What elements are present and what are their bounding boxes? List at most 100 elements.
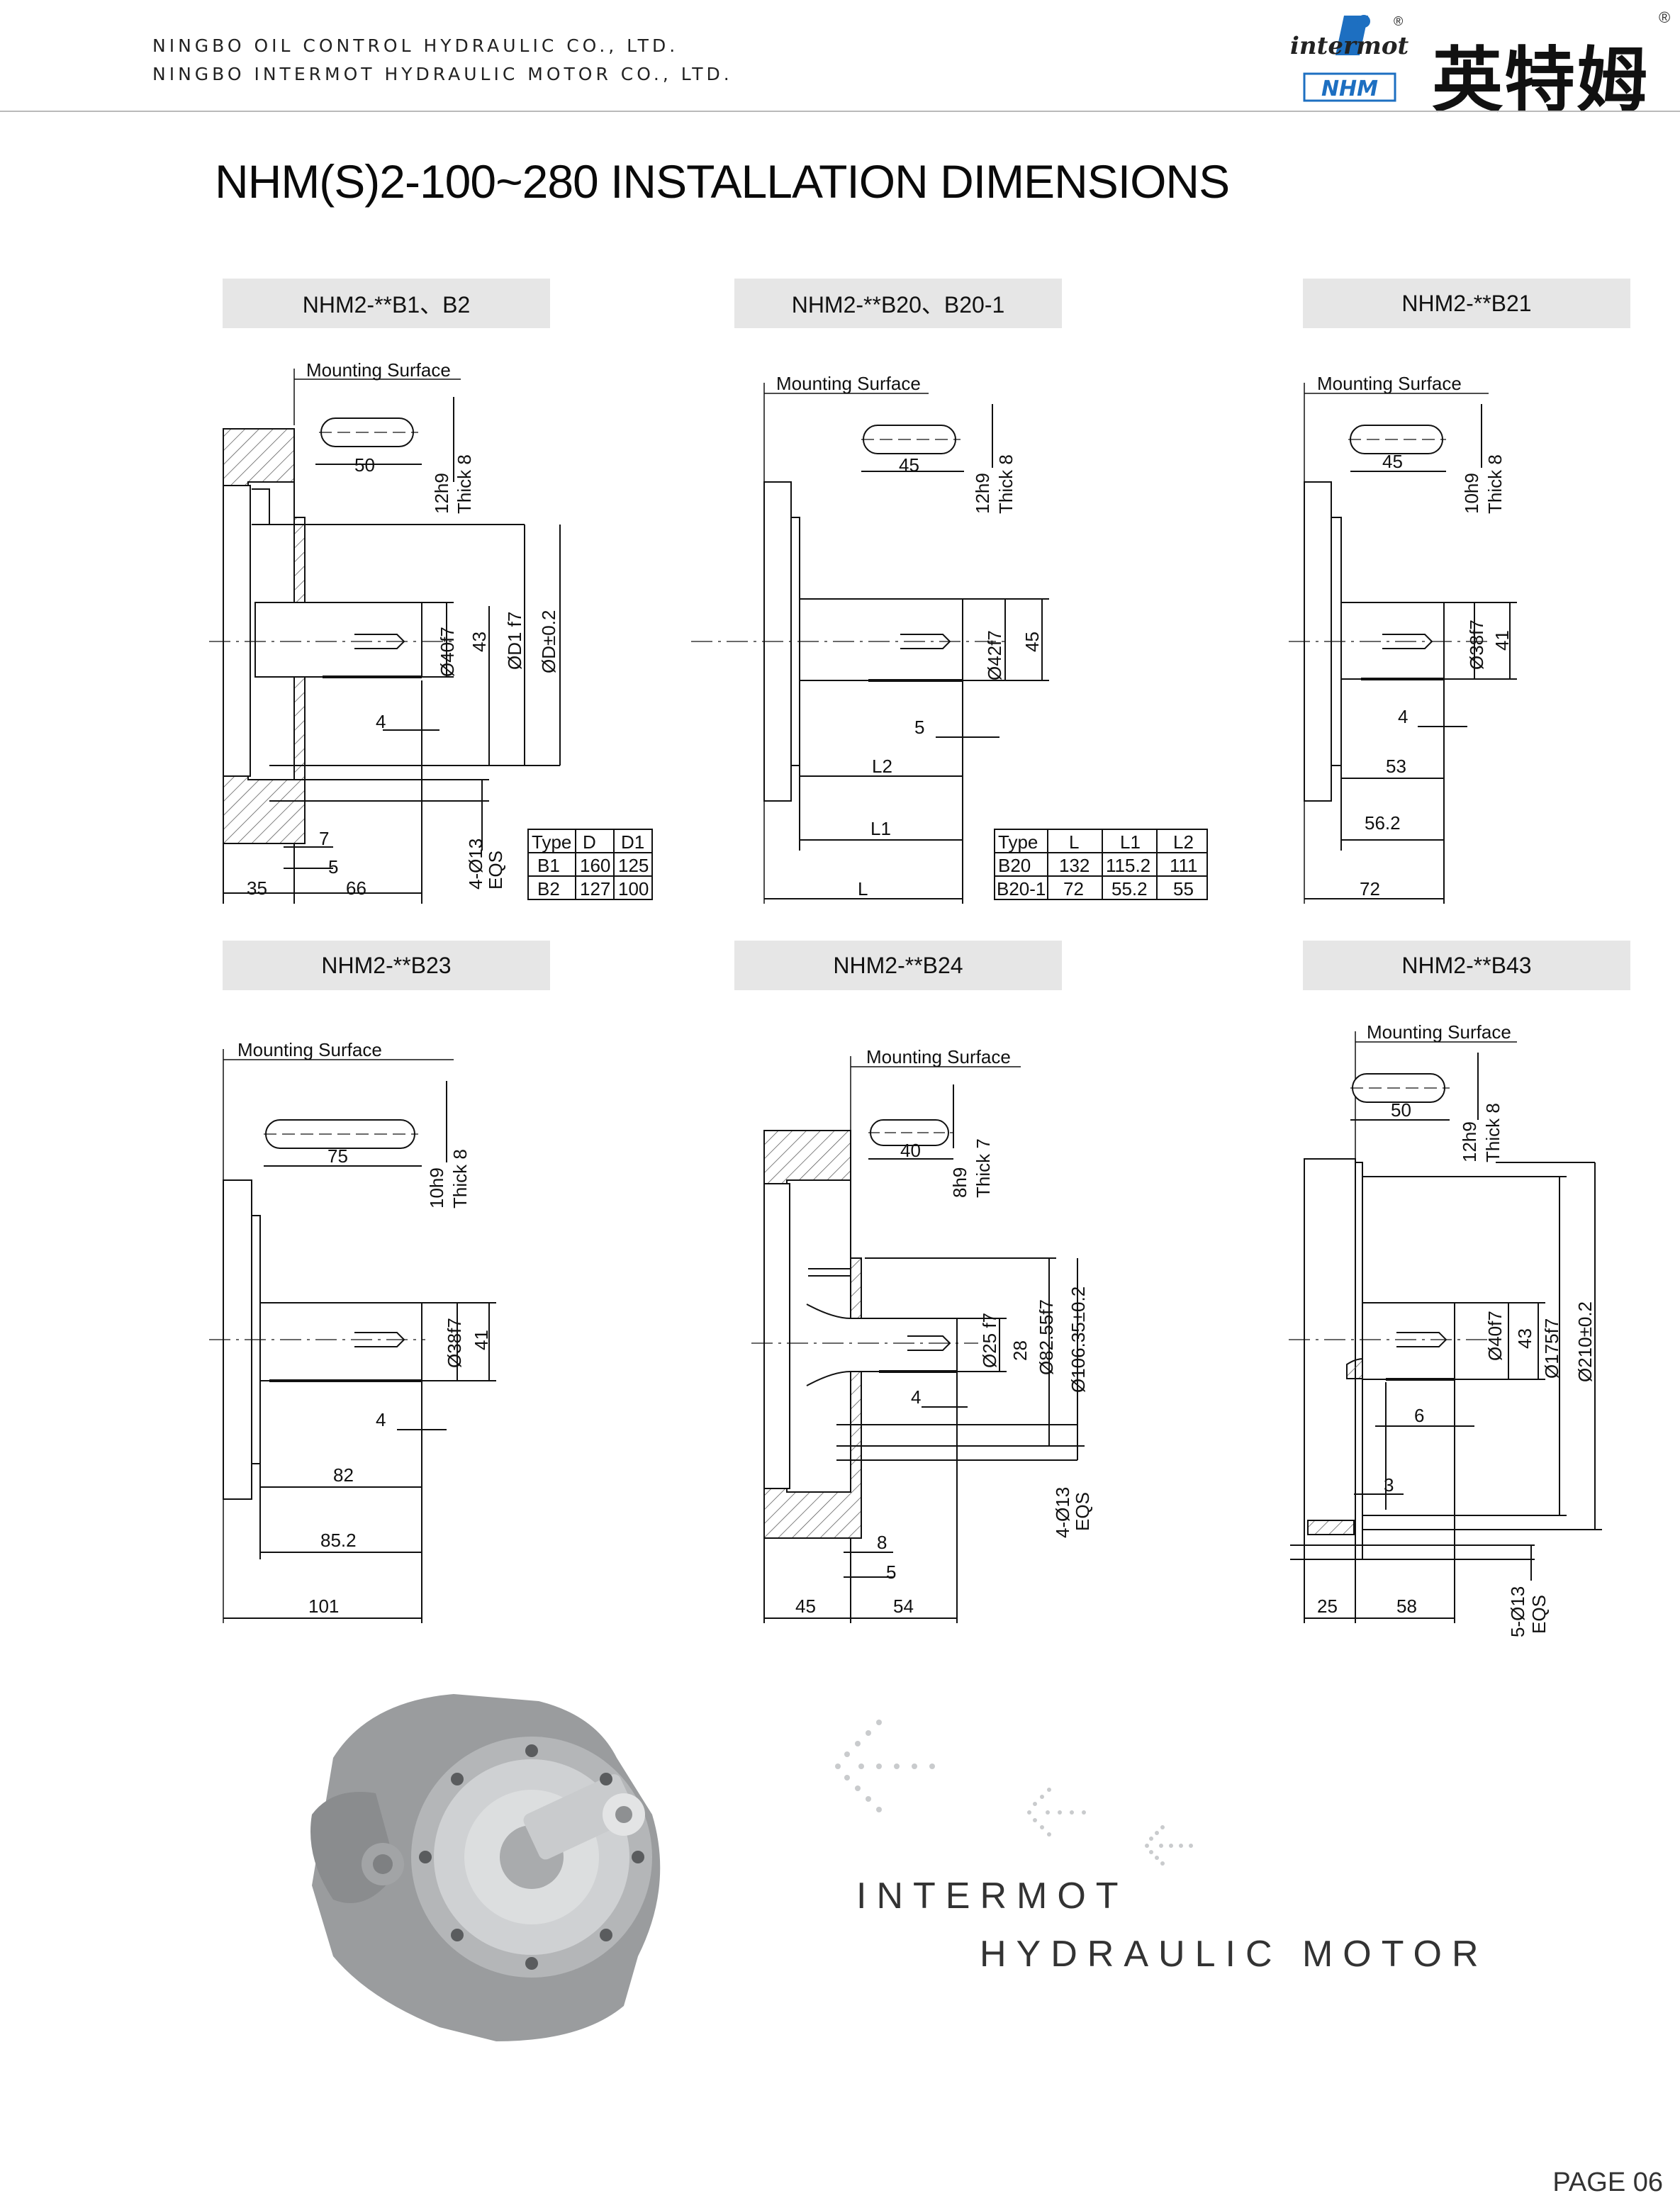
- svg-text:5: 5: [886, 1561, 896, 1583]
- panel-label-b21: NHM2-**B21: [1303, 279, 1630, 328]
- svg-text:111: 111: [1170, 855, 1198, 876]
- svg-text:4: 4: [911, 1386, 921, 1408]
- svg-text:EQS: EQS: [1072, 1492, 1093, 1531]
- svg-text:Thick 8: Thick 8: [449, 1149, 471, 1209]
- svg-text:Thick 7: Thick 7: [973, 1138, 994, 1198]
- panel-label-b20: NHM2-**B20、B20-1: [734, 279, 1062, 328]
- svg-text:ØD1 f7: ØD1 f7: [504, 612, 525, 670]
- svg-text:Type: Type: [998, 831, 1038, 853]
- svg-text:45: 45: [1021, 632, 1043, 652]
- svg-text:Thick 8: Thick 8: [454, 454, 475, 514]
- svg-text:L1: L1: [1120, 831, 1141, 853]
- svg-text:Thick 8: Thick 8: [1484, 454, 1506, 514]
- svg-text:40: 40: [900, 1140, 921, 1161]
- drawing-b1-b2: Mounting Surface 50 12h9 Thick 8 Ø: [209, 359, 653, 904]
- svg-text:D: D: [583, 831, 596, 853]
- svg-text:3: 3: [1384, 1474, 1394, 1496]
- svg-text:12h9: 12h9: [431, 473, 452, 514]
- table-b1-b2: Type D D1 B1 160 125 B2 127 100: [527, 829, 653, 900]
- svg-text:Thick 8: Thick 8: [1482, 1103, 1503, 1162]
- svg-text:58: 58: [1396, 1596, 1417, 1617]
- svg-text:Ø25 f7: Ø25 f7: [979, 1313, 1000, 1368]
- svg-text:43: 43: [1514, 1328, 1535, 1349]
- header-divider: [0, 111, 1680, 112]
- svg-text:B20-1: B20-1: [997, 878, 1046, 899]
- svg-text:55: 55: [1173, 878, 1194, 899]
- svg-text:Ø106.35±0.2: Ø106.35±0.2: [1068, 1286, 1089, 1393]
- mounting-surface-label: Mounting Surface: [306, 359, 451, 381]
- company-name-2: NINGBO INTERMOT HYDRAULIC MOTOR CO., LTD…: [152, 64, 733, 84]
- svg-text:EQS: EQS: [485, 851, 506, 890]
- svg-text:B20: B20: [998, 855, 1031, 876]
- svg-text:Ø38f7: Ø38f7: [1466, 619, 1487, 670]
- svg-text:5: 5: [328, 856, 338, 877]
- svg-text:4-Ø13: 4-Ø13: [465, 839, 486, 890]
- svg-text:55.2: 55.2: [1111, 878, 1148, 899]
- decorative-arrows: [835, 1720, 1193, 1866]
- footer-brand-line2: HYDRAULIC MOTOR: [980, 1934, 1489, 1975]
- svg-text:B1: B1: [537, 855, 560, 876]
- svg-text:4: 4: [376, 711, 386, 732]
- svg-text:Ø38f7: Ø38f7: [444, 1318, 465, 1368]
- svg-text:12h9: 12h9: [1459, 1121, 1480, 1162]
- svg-text:®: ®: [1394, 14, 1403, 28]
- svg-text:D1: D1: [621, 831, 644, 853]
- svg-text:72: 72: [1063, 878, 1084, 899]
- svg-text:6: 6: [1414, 1405, 1424, 1426]
- svg-text:4: 4: [1398, 706, 1408, 727]
- svg-text:8h9: 8h9: [949, 1167, 970, 1198]
- svg-text:82: 82: [333, 1464, 354, 1486]
- svg-text:75: 75: [327, 1145, 348, 1167]
- svg-text:intermot: intermot: [1290, 32, 1409, 60]
- svg-text:12h9: 12h9: [972, 473, 993, 514]
- svg-text:Type: Type: [532, 831, 571, 853]
- svg-text:41: 41: [471, 1330, 492, 1350]
- svg-text:Mounting Surface: Mounting Surface: [237, 1039, 382, 1060]
- svg-text:Mounting Surface: Mounting Surface: [776, 373, 921, 394]
- footer-brand-line1: INTERMOT: [856, 1875, 1129, 1917]
- svg-text:50: 50: [354, 454, 375, 476]
- svg-text:10h9: 10h9: [426, 1167, 447, 1209]
- svg-text:72: 72: [1360, 878, 1380, 899]
- hydraulic-motor-image: [310, 1694, 661, 2041]
- svg-text:5-Ø13: 5-Ø13: [1507, 1586, 1528, 1637]
- svg-text:54: 54: [893, 1596, 914, 1617]
- svg-text:35: 35: [247, 877, 267, 899]
- svg-text:Mounting Surface: Mounting Surface: [866, 1046, 1011, 1067]
- svg-text:10h9: 10h9: [1461, 473, 1482, 514]
- svg-text:Thick 8: Thick 8: [995, 454, 1017, 514]
- svg-text:28: 28: [1009, 1340, 1031, 1361]
- svg-text:25: 25: [1317, 1596, 1338, 1617]
- svg-text:Ø82.55f7: Ø82.55f7: [1036, 1299, 1057, 1375]
- svg-text:125: 125: [618, 855, 649, 876]
- panel-label-b1-b2: NHM2-**B1、B2: [223, 279, 550, 328]
- svg-text:Mounting Surface: Mounting Surface: [1367, 1021, 1511, 1043]
- svg-text:Ø210±0.2: Ø210±0.2: [1574, 1301, 1596, 1382]
- company-name-1: NINGBO OIL CONTROL HYDRAULIC CO., LTD.: [152, 35, 679, 56]
- svg-text:Ø175f7: Ø175f7: [1541, 1318, 1562, 1379]
- panel-label-b23: NHM2-**B23: [223, 941, 550, 990]
- logo-chinese: 英特姆: [1432, 39, 1649, 122]
- panel-label-b24: NHM2-**B24: [734, 941, 1062, 990]
- svg-text:L: L: [1069, 831, 1079, 853]
- svg-text:4: 4: [376, 1409, 386, 1430]
- intermot-logo: intermot NHM ®: [1290, 14, 1409, 102]
- registered-mark: ®: [1659, 9, 1671, 26]
- svg-text:115.2: 115.2: [1106, 855, 1150, 876]
- svg-text:ØD±0.2: ØD±0.2: [538, 610, 559, 673]
- svg-text:160: 160: [580, 855, 610, 876]
- page-header: NINGBO OIL CONTROL HYDRAULIC CO., LTD. N…: [0, 0, 1680, 122]
- svg-text:66: 66: [346, 877, 366, 899]
- svg-text:41: 41: [1491, 630, 1513, 651]
- panel-label-b43: NHM2-**B43: [1303, 941, 1630, 990]
- svg-text:132: 132: [1059, 855, 1090, 876]
- svg-text:45: 45: [1382, 451, 1403, 472]
- svg-text:L: L: [858, 878, 868, 899]
- drawing-b20: Mounting Surface 45 12h9 Thick 8 Ø42f7 4…: [691, 373, 1208, 904]
- svg-text:45: 45: [899, 454, 919, 476]
- svg-text:NHM: NHM: [1321, 77, 1378, 101]
- svg-text:L2: L2: [1173, 831, 1194, 853]
- drawing-b21: Mounting Surface 45 10h9 Thick 8 Ø38f7 4…: [1289, 373, 1517, 904]
- drawing-b43: Mounting Surface 50 12h9 Thi: [1289, 1021, 1602, 1637]
